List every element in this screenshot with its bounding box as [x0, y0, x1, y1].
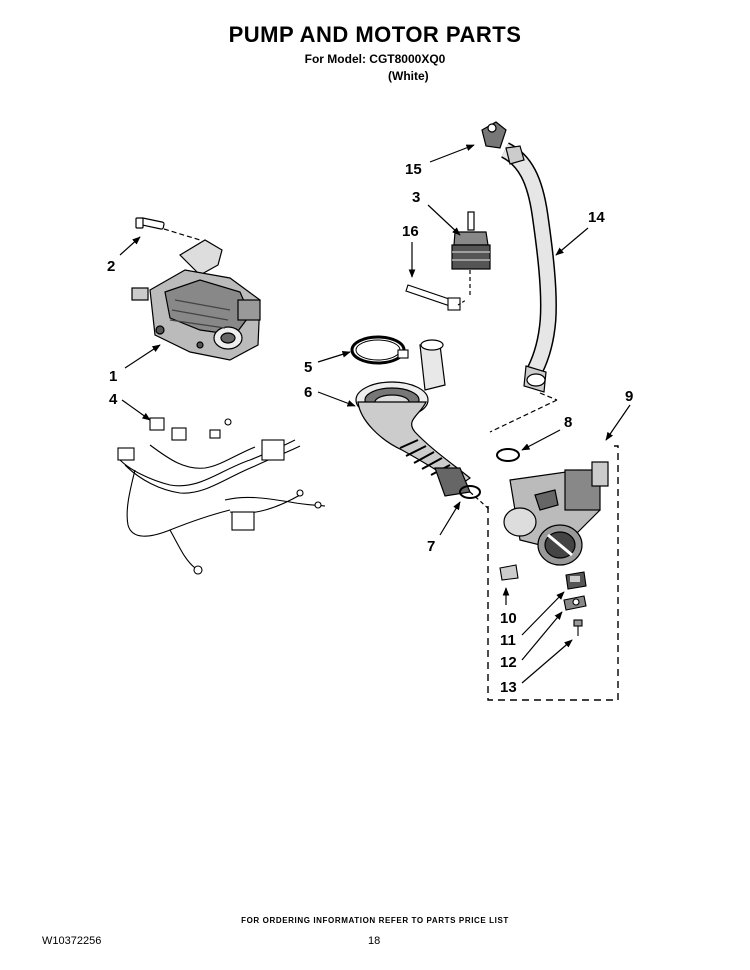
- callout-2: 2: [107, 258, 115, 275]
- model-line: For Model: CGT8000XQ0: [304, 52, 446, 66]
- arrow-15: [429, 144, 475, 163]
- wire-harness-icon: [117, 417, 326, 575]
- tub-pump-hose-icon: [355, 339, 491, 511]
- arrow-1: [124, 344, 161, 369]
- callout-10: 10: [500, 610, 517, 627]
- callout-7: 7: [427, 538, 435, 555]
- callout-3: 3: [412, 189, 420, 206]
- arrow-6: [317, 391, 356, 407]
- air-dome-icon: [451, 211, 491, 295]
- callout-6: 6: [304, 384, 312, 401]
- arrow-14: [555, 227, 589, 256]
- callout-16: 16: [402, 223, 419, 240]
- arrow-12: [521, 611, 563, 661]
- document-number: W10372256: [42, 935, 102, 947]
- pump-clamp-icon: [459, 485, 481, 499]
- motor-screw-icon: [135, 217, 201, 241]
- callout-4: 4: [109, 391, 118, 408]
- arrow-4: [121, 399, 151, 421]
- arrow-5: [317, 351, 351, 363]
- callout-9: 9: [625, 388, 633, 405]
- arrow-11: [521, 591, 565, 636]
- hose-clamp-icon: [350, 335, 409, 365]
- motor-icon: [131, 239, 261, 361]
- callout-13: 13: [500, 679, 517, 696]
- small-clamp-icon: [496, 448, 520, 462]
- pump-icon: [487, 445, 619, 701]
- callout-12: 12: [500, 654, 517, 671]
- arrow-3: [427, 204, 461, 236]
- hose-clip-icon: [481, 121, 507, 149]
- callout-8: 8: [564, 414, 572, 431]
- arrow-13: [521, 639, 573, 684]
- pump-mount-parts-icon: [499, 564, 587, 636]
- callout-5: 5: [304, 359, 312, 376]
- ordering-note: FOR ORDERING INFORMATION REFER TO PARTS …: [241, 916, 509, 925]
- drain-hose-icon: [489, 142, 558, 433]
- page-number: 18: [368, 935, 381, 947]
- arrow-8: [521, 429, 561, 451]
- callout-11: 11: [500, 632, 516, 649]
- arrow-7: [439, 501, 461, 536]
- page-title: PUMP AND MOTOR PARTS: [228, 22, 522, 47]
- arrow-9: [605, 404, 631, 441]
- arrow-2: [119, 236, 141, 256]
- callout-15: 15: [405, 161, 422, 178]
- callout-1: 1: [109, 368, 117, 385]
- callout-14: 14: [588, 209, 605, 226]
- cable-tie-icon: [405, 284, 467, 311]
- color-line: (White): [388, 69, 429, 83]
